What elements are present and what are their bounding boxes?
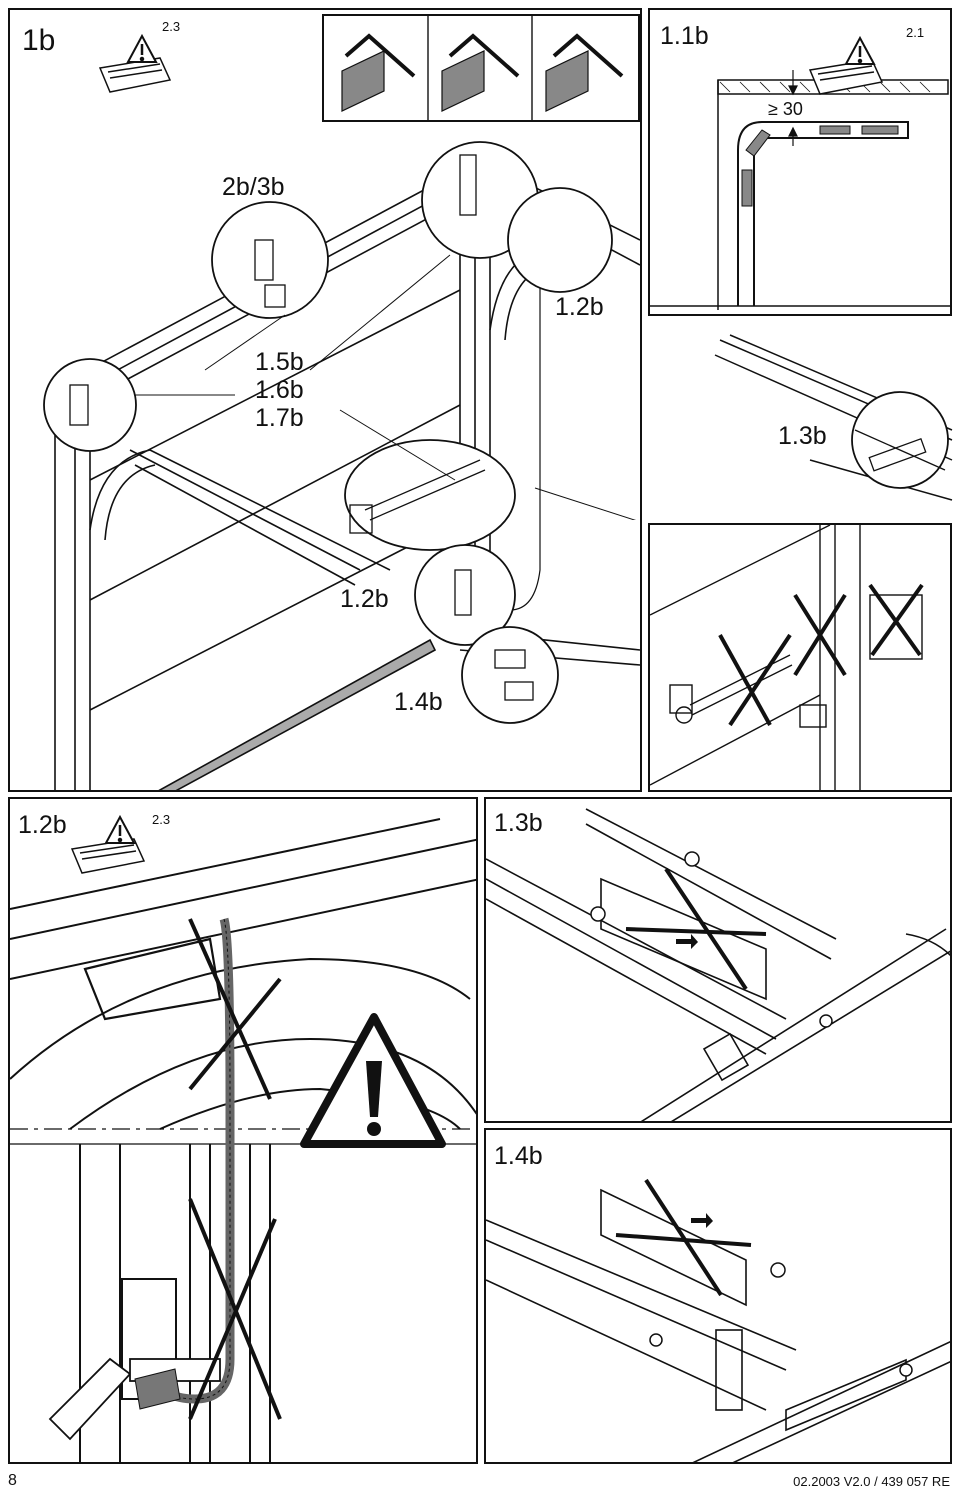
cross-mark-icon <box>615 1178 752 1297</box>
clearance-drawing <box>650 35 950 310</box>
panel-1-2b: 1.2b 2.3 <box>8 797 478 1464</box>
warning-ref-1-1b: 2.1 <box>906 25 925 40</box>
step-label-1b: 1b <box>22 24 56 57</box>
label-1-4b-a: 1.4b <box>394 688 443 716</box>
panel-1-3b: 1.3b <box>484 797 952 1123</box>
label-1-5b: 1.5b <box>255 348 304 376</box>
label-2b-3b: 2b/3b <box>222 173 285 201</box>
step-label-1-4b: 1.4b <box>494 1142 543 1170</box>
warning-ref-1b: 2.3 <box>162 19 181 34</box>
step-label-1-3b: 1.3b <box>494 809 543 837</box>
rail-bracket-drawing <box>486 1178 950 1462</box>
page-number: 8 <box>8 1472 17 1489</box>
panel-x-detail <box>648 523 952 792</box>
step-label-1-2b: 1.2b <box>18 811 67 839</box>
thumbnail-sequence-drawing <box>341 16 624 120</box>
incorrect-mounting-drawing <box>650 525 924 790</box>
warning-ref-1-2b: 2.3 <box>152 812 171 827</box>
thumbnail-strip <box>322 14 640 122</box>
cross-mark-icon <box>625 867 767 991</box>
cross-mark-icon <box>188 918 282 1420</box>
rail-connection-drawing <box>486 808 950 1121</box>
panel-1b: 1b 2.3 2b/3b 1.2b 1.5b 1.6b 1.7b 1.2b 1.… <box>8 8 642 792</box>
min-dimension-value: 30 <box>782 99 803 119</box>
warning-triangle-icon <box>300 1013 446 1148</box>
label-1-7b: 1.7b <box>255 404 304 432</box>
label-1-6b: 1.6b <box>255 376 304 404</box>
label-1-3b-a: 1.3b <box>778 422 827 450</box>
label-1-2b-a: 1.2b <box>555 293 604 321</box>
step-label-1-1b: 1.1b <box>660 22 709 50</box>
panel-1-1b: 1.1b 2.1 ≥ 30 <box>648 8 952 316</box>
cross-mark-icon <box>718 583 924 727</box>
door-assembly-drawing <box>43 33 640 790</box>
min-dimension-label: ≥ 30 <box>768 99 803 119</box>
document-code: 02.2003 V2.0 / 439 057 RE <box>793 1474 950 1489</box>
label-1-2b-b: 1.2b <box>340 585 389 613</box>
rope-routing-drawing <box>10 814 476 1462</box>
warning-manual-icon <box>98 33 172 93</box>
panel-1-4b: 1.4b <box>484 1128 952 1464</box>
